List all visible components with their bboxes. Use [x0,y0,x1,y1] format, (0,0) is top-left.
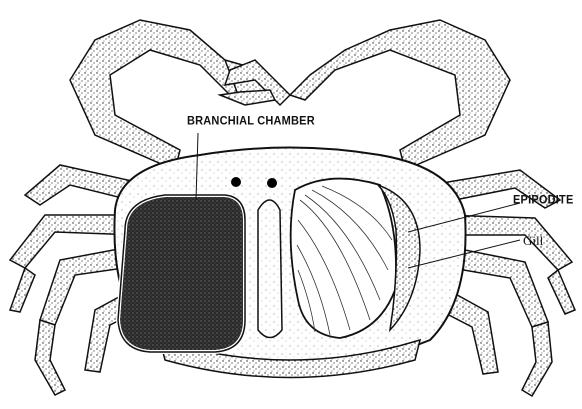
gill-label: Gill [523,233,543,249]
sternum [258,200,282,338]
branchial-chamber-label: BRANCHIAL CHAMBER [187,114,315,127]
right-eye [267,178,277,188]
gill [291,179,396,338]
left-eye [231,177,241,187]
epipodite-label: EPIPODITE [513,193,573,206]
branchial-chamber-left [118,195,245,352]
